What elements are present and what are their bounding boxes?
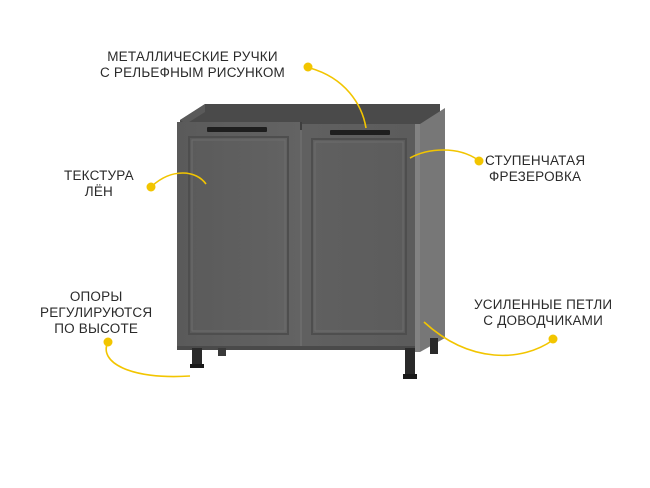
leg-front-left (192, 348, 202, 368)
right-door (302, 124, 415, 348)
left-handle (207, 127, 267, 132)
hinges-label-line-2: С ДОВОДЧИКАМИ (483, 313, 604, 328)
handles-label-line-2: С РЕЛЬЕФНЫМ РИСУНКОМ (100, 65, 285, 80)
legs-label: ОПОРЫ РЕГУЛИРУЮТСЯ ПО ВЫСОТЕ (40, 289, 152, 337)
legs-label-line-1: ОПОРЫ (69, 289, 123, 304)
left-door (177, 122, 300, 348)
milling-pointer-dot (474, 156, 484, 166)
texture-label-line-2: ЛЁН (84, 184, 114, 199)
cabinet-right-side (420, 108, 445, 352)
right-door-frame-inner (314, 141, 404, 332)
left-door-frame-inner (191, 139, 286, 332)
hinges-label-line-1: УСИЛЕННЫЕ ПЕТЛИ (474, 297, 613, 312)
texture-pointer-dot (146, 182, 156, 192)
leg-front-left-base (190, 364, 204, 368)
hinges-pointer-dot (548, 334, 558, 344)
handles-pointer-line (309, 67, 367, 129)
texture-label: ТЕКСТУРА ЛЁН (64, 168, 134, 200)
milling-label-line-1: СТУПЕНЧАТАЯ (485, 153, 586, 168)
legs-label-line-3: ПО ВЫСОТЕ (54, 321, 139, 336)
milling-pointer-line (409, 149, 479, 161)
cabinet-bottom (177, 346, 415, 350)
leg-front-right-base (403, 374, 417, 379)
left-door-frame (188, 136, 289, 335)
milling-label-line-2: ФРЕЗЕРОВКА (489, 169, 582, 184)
legs-pointer-line (105, 341, 191, 378)
cabinet-right-side-edge (415, 124, 420, 352)
hinges-pointer-line (423, 321, 554, 357)
right-door-frame (311, 138, 407, 335)
handles-pointer-dot (303, 62, 313, 72)
texture-pointer-line (151, 172, 207, 187)
legs-pointer-dot (103, 337, 113, 347)
milling-label: СТУПЕНЧАТАЯ ФРЕЗЕРОВКА (485, 153, 585, 185)
legs-label-line-2: РЕГУЛИРУЮТСЯ (40, 305, 153, 320)
leg-back-left (218, 348, 226, 356)
handles-label-line-1: МЕТАЛЛИЧЕСКИЕ РУЧКИ (107, 49, 278, 64)
hinges-label: УСИЛЕННЫЕ ПЕТЛИ С ДОВОДЧИКАМИ (474, 297, 612, 329)
texture-label-line-1: ТЕКСТУРА (64, 168, 134, 183)
leg-front-right (405, 348, 415, 378)
right-handle (330, 130, 390, 135)
handles-label: МЕТАЛЛИЧЕСКИЕ РУЧКИ С РЕЛЬЕФНЫМ РИСУНКОМ (100, 49, 285, 81)
cabinet-left-wall (180, 104, 205, 124)
leg-back-right (430, 338, 438, 354)
